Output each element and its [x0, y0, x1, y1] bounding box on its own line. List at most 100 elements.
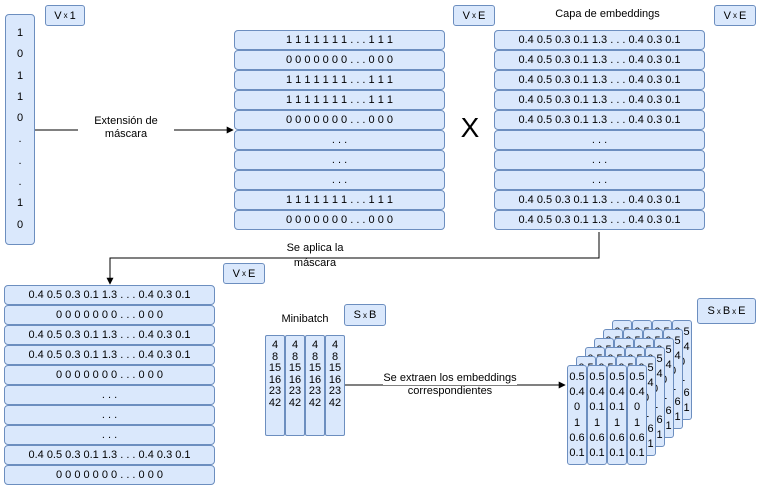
mask-matrix-row: 0 0 0 0 0 0 0 . . . 0 0 0 — [234, 210, 445, 230]
minibatch-value: 23 — [328, 385, 342, 397]
embedding-value: 0.1 — [629, 446, 645, 459]
embedding-value: 0.1 — [569, 446, 585, 459]
minibatch-value: 4 — [311, 339, 319, 351]
embedding-layer-title: Capa de embeddings — [555, 8, 660, 20]
mask-vector-cell: 0 — [16, 112, 24, 125]
embedding-value: 0.4 — [589, 386, 605, 399]
masked-embedding-row: . . . — [4, 425, 215, 445]
embedding-row: 0.4 0.5 0.3 0.1 1.3 . . . 0.4 0.3 0.1 — [494, 210, 705, 230]
embedding-value: 0 — [633, 401, 641, 414]
mask-matrix-row: . . . — [234, 130, 445, 150]
embedding-row: 0.4 0.5 0.3 0.1 1.3 . . . 0.4 0.3 0.1 — [494, 50, 705, 70]
minibatch-value: 4 — [331, 339, 339, 351]
minibatch-value: 15 — [268, 362, 282, 374]
minibatch-value: 8 — [311, 350, 319, 363]
minibatch-value: 23 — [268, 385, 282, 397]
mask-vector-cell: 1 — [16, 197, 24, 210]
embedding-value: 1 — [613, 416, 621, 429]
embedding-row: . . . — [494, 130, 705, 150]
embedding-value: 0.4 — [569, 386, 585, 399]
mask-matrix-row: 1 1 1 1 1 1 1 . . . 1 1 1 — [234, 70, 445, 90]
minibatch-title: Minibatch — [281, 313, 329, 325]
embedding-value: 0.5 — [629, 371, 645, 383]
mask-matrix-row: 1 1 1 1 1 1 1 . . . 1 1 1 — [234, 190, 445, 210]
minibatch-value: 16 — [328, 373, 342, 386]
mask-vector-cell: . — [18, 154, 22, 167]
embedding-row: . . . — [494, 150, 705, 170]
embedding-value: 0.5 — [569, 371, 585, 383]
embedding-row: 0.4 0.5 0.3 0.1 1.3 . . . 0.4 0.3 0.1 — [494, 30, 705, 50]
mask-vector-cell: 0 — [16, 218, 24, 231]
embedding-row: 0.4 0.5 0.3 0.1 1.3 . . . 0.4 0.3 0.1 — [494, 110, 705, 130]
masked-embedding-row: . . . — [4, 385, 215, 405]
embedding-row: 0.4 0.5 0.3 0.1 1.3 . . . 0.4 0.3 0.1 — [494, 90, 705, 110]
embedding-column-front: 0.5 0.4 0 1 0.6 0.1 — [627, 365, 647, 465]
mask-matrix-row: 1 1 1 1 1 1 1 . . . 1 1 1 — [234, 90, 445, 110]
embedding-value: 0.4 — [609, 386, 625, 399]
embedding-value: 1 — [573, 416, 581, 429]
minibatch-value: 16 — [268, 373, 282, 386]
minibatch-value: 23 — [288, 385, 302, 397]
embedding-value: 0.4 — [629, 386, 645, 399]
mask-vector: 1 0 1 1 0 . . . 1 0 — [5, 14, 35, 245]
embedding-value: 0.6 — [589, 431, 605, 444]
masked-embedding-row: 0 0 0 0 0 0 0 . . . 0 0 0 — [4, 365, 215, 385]
mask-matrix-row: 0 0 0 0 0 0 0 . . . 0 0 0 — [234, 110, 445, 130]
embedding-value: 0.1 — [609, 446, 625, 459]
embedding-value: 0.5 — [589, 371, 605, 383]
embedding-value: 1 — [633, 416, 641, 429]
minibatch-value: 15 — [328, 362, 342, 374]
embedding-row: . . . — [494, 170, 705, 190]
masked-embedding-row: 0.4 0.5 0.3 0.1 1.3 . . . 0.4 0.3 0.1 — [4, 445, 215, 465]
minibatch-value: 42 — [288, 396, 302, 409]
embedding-row: 0.4 0.5 0.3 0.1 1.3 . . . 0.4 0.3 0.1 — [494, 70, 705, 90]
mask-vector-cell: 0 — [16, 48, 24, 61]
minibatch-value: 16 — [308, 373, 322, 386]
mask-matrix-row: . . . — [234, 150, 445, 170]
minibatch-value: 4 — [291, 339, 299, 351]
minibatch-value: 42 — [308, 396, 322, 409]
minibatch-value: 42 — [328, 396, 342, 409]
mask-vector-cell: . — [18, 176, 22, 189]
masked-embedding-row: 0.4 0.5 0.3 0.1 1.3 . . . 0.4 0.3 0.1 — [4, 285, 215, 305]
minibatch-value: 15 — [308, 362, 322, 374]
minibatch-value: 8 — [331, 350, 339, 363]
masked-embedding-row: 0.4 0.5 0.3 0.1 1.3 . . . 0.4 0.3 0.1 — [4, 325, 215, 345]
minibatch-value: 15 — [288, 362, 302, 374]
minibatch-value: 16 — [288, 373, 302, 386]
masked-embedding-row: . . . — [4, 405, 215, 425]
minibatch-value: 42 — [268, 396, 282, 409]
minibatch-value: 4 — [271, 339, 279, 351]
embedding-value: 0.6 — [569, 431, 585, 444]
mask-matrix-row: . . . — [234, 170, 445, 190]
minibatch-value: 8 — [291, 350, 299, 363]
embedding-value: 0.6 — [629, 431, 645, 444]
multiply-sign: X — [460, 112, 480, 143]
minibatch-value: 23 — [308, 385, 322, 397]
embedding-value: 0 — [573, 401, 581, 414]
mask-vector-cell: 1 — [16, 69, 24, 82]
masked-embedding-row: 0 0 0 0 0 0 0 . . . 0 0 0 — [4, 465, 215, 485]
masked-embedding-row: 0.4 0.5 0.3 0.1 1.3 . . . 0.4 0.3 0.1 — [4, 345, 215, 365]
embedding-column-front: 0.5 0.4 0 1 0.6 0.1 — [567, 365, 587, 465]
embedding-value: 1 — [593, 416, 601, 429]
embedding-value: 0.5 — [609, 371, 625, 383]
apply-mask-arrow — [106, 232, 600, 285]
mask-vector-cell: 1 — [16, 27, 24, 39]
mask-vector-cell: 1 — [16, 90, 24, 103]
